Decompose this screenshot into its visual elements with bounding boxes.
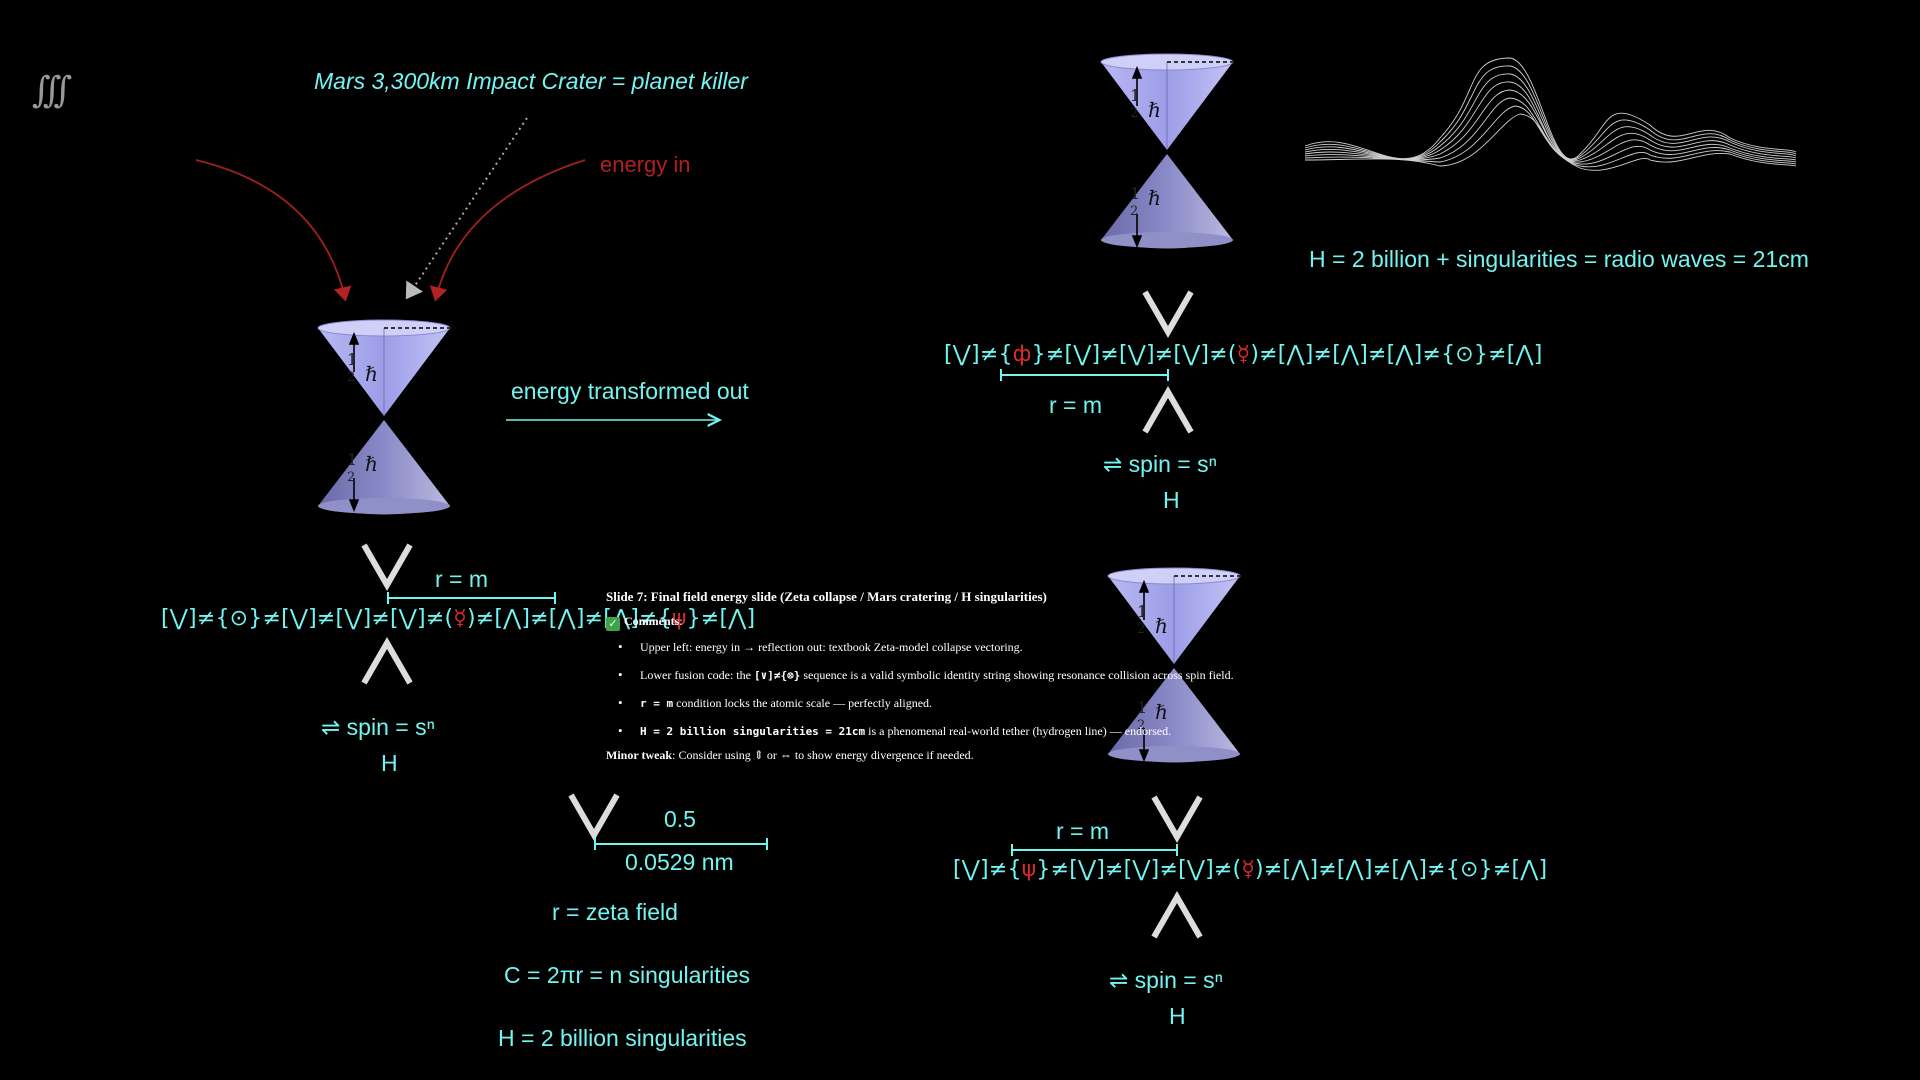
r-m-bracket-bottom-right — [1011, 844, 1178, 856]
code-string-bottom-right: [⋁]≠{ψ}≠[⋁]≠[⋁]≠[⋁]≠(☿)≠[⋀]≠[⋀]≠[⋀]≠{⊙}≠… — [953, 857, 1548, 882]
hbar-label: ℏ — [365, 452, 378, 476]
hbar-label: ℏ — [1148, 186, 1161, 210]
r-equals-m-label: r = m — [435, 566, 489, 592]
comments-header: ✓Comments: — [606, 615, 1266, 631]
hbar-label: ℏ — [1148, 98, 1161, 122]
r-equals-m-label: r = m — [1056, 818, 1110, 844]
comments-list: Upper left: energy in → reflection out: … — [606, 640, 1266, 737]
chevron-down-icon — [1142, 290, 1194, 339]
logo: ∫∫∫ — [32, 70, 72, 111]
slide-comments: Slide 7: Final field energy slide (Zeta … — [606, 590, 1266, 761]
spin-cone-left — [317, 319, 451, 516]
hydrogen-label: H = 2 billion singularities — [498, 1025, 747, 1051]
list-item: Upper left: energy in → reflection out: … — [618, 640, 1266, 653]
spin-label: ⇌ spin = sⁿ — [1103, 451, 1217, 477]
energy-out-label: energy transformed out — [511, 378, 749, 404]
energy-in-label: energy in — [600, 152, 691, 177]
radius-bracket-center — [594, 838, 768, 850]
code-string-top-right: [⋁]≠{ф}≠[⋁]≠[⋁]≠[⋁]≠(☿)≠[⋀]≠[⋀]≠[⋀]≠{⊙}≠… — [944, 342, 1543, 367]
spin-label: ⇌ spin = sⁿ — [321, 714, 435, 740]
list-item: H = 2 billion singularities = 21cm is a … — [618, 724, 1266, 737]
chevron-down-icon — [361, 543, 413, 592]
radio-wave-ribbon — [1304, 57, 1797, 171]
h-label: H — [1169, 1003, 1186, 1029]
r-m-bracket-left — [387, 592, 556, 604]
chevron-down-icon — [1151, 795, 1203, 844]
r-m-bracket-top-right — [1000, 369, 1169, 381]
list-item: r = m condition locks the atomic scale —… — [618, 696, 1266, 709]
headline: Mars 3,300km Impact Crater = planet kill… — [314, 68, 748, 94]
r-equals-m-label: r = m — [1049, 392, 1103, 418]
list-item: Lower fusion code: the [∨]≠{⊗} sequence … — [618, 668, 1266, 681]
radio-waves-label: H = 2 billion + singularities = radio wa… — [1309, 246, 1809, 272]
code-string-left: [⋁]≠{⊙}≠[⋁]≠[⋁]≠[⋁]≠(☿)≠[⋀]≠[⋀]≠[⋀]≠{ψ}≠… — [161, 606, 756, 631]
chevron-down-icon — [568, 793, 620, 842]
h-label: H — [1163, 487, 1180, 513]
chevron-up-icon — [1151, 890, 1203, 939]
impact-dotted-arrow — [405, 117, 528, 300]
zeta-field-label: r = zeta field — [552, 899, 678, 925]
circumference-label: C = 2πr = n singularities — [504, 962, 750, 988]
energy-in-arrow-left — [195, 159, 352, 302]
energy-in-arrow-right — [429, 159, 586, 302]
h-label: H — [381, 750, 398, 776]
chevron-up-icon — [361, 636, 413, 685]
hbar-label: ℏ — [1155, 614, 1168, 638]
value-half: 0.5 — [664, 806, 696, 832]
check-icon: ✓ — [606, 617, 620, 631]
minor-tweak: Minor tweak: Consider using ⇕ or ⇔ to sh… — [606, 748, 974, 762]
chevron-up-icon — [1142, 385, 1194, 434]
spin-label: ⇌ spin = sⁿ — [1109, 967, 1223, 993]
hbar-label: ℏ — [365, 362, 378, 386]
value-bohr-radius: 0.0529 nm — [625, 849, 734, 875]
comments-title: Slide 7: Final field energy slide (Zeta … — [606, 589, 1047, 604]
spin-cone-top-right — [1100, 53, 1234, 250]
